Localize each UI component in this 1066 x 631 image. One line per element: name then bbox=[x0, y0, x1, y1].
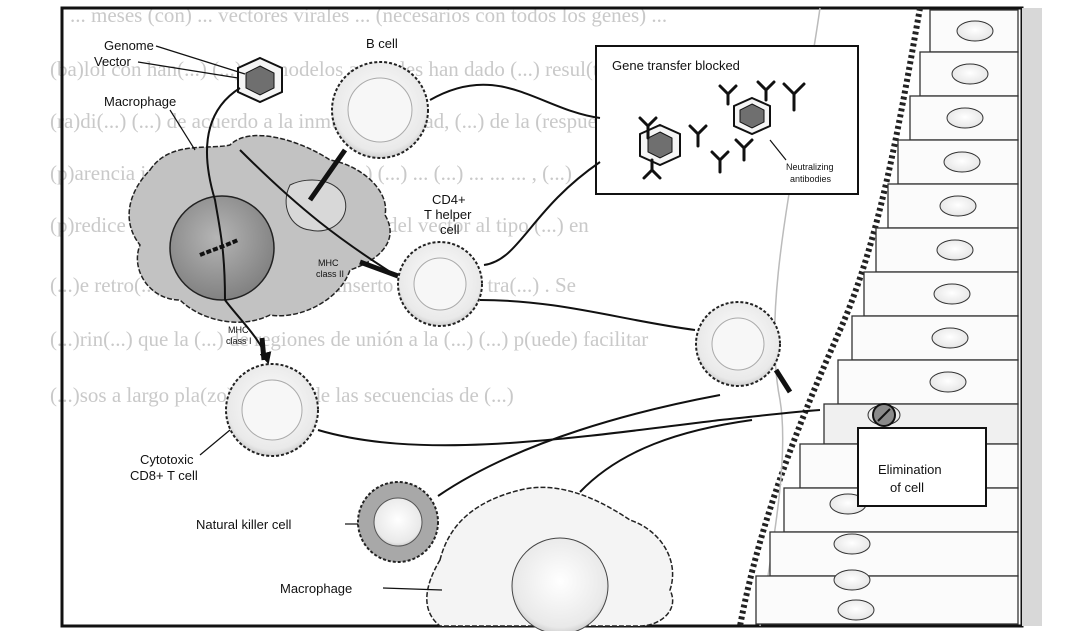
epithelial-nucleus bbox=[930, 372, 966, 392]
macrophage-bottom-nucleus bbox=[512, 538, 608, 631]
vector-particle bbox=[238, 58, 282, 102]
epithelial-nucleus bbox=[940, 196, 976, 216]
cd4-label-line2: T helper bbox=[424, 207, 472, 222]
epithelial-cell bbox=[838, 360, 1018, 404]
effector-cell-nucleus bbox=[712, 318, 764, 370]
gene-transfer-blocked-label: Gene transfer blocked bbox=[612, 58, 740, 73]
macrophage-top-label: Macrophage bbox=[104, 94, 176, 109]
nk-cell-nucleus bbox=[374, 498, 422, 546]
elimination-label-line2: of cell bbox=[890, 480, 924, 495]
vector-label: Vector bbox=[94, 54, 132, 69]
antibody-neutralized-vector-2 bbox=[734, 98, 770, 134]
macrophage-bottom-label: Macrophage bbox=[280, 581, 352, 596]
epithelial-nucleus bbox=[932, 328, 968, 348]
neutralizing-antibodies-label-2: antibodies bbox=[790, 174, 832, 184]
connector-mhc-i bbox=[262, 338, 264, 360]
epithelial-nucleus bbox=[957, 21, 993, 41]
antibody-neutralized-vector-1 bbox=[640, 125, 680, 165]
connector-cd8-to-elimination bbox=[318, 410, 820, 445]
mhc-class-i-label: MHC bbox=[228, 325, 249, 335]
natural-killer-cell bbox=[358, 482, 438, 562]
genome-label: Genome bbox=[104, 38, 154, 53]
epithelial-nucleus bbox=[834, 570, 870, 590]
connector-macrophage-bottom-to-tissue bbox=[580, 420, 752, 492]
epithelial-nucleus bbox=[838, 600, 874, 620]
cytotoxic-label-line2: CD8+ T cell bbox=[130, 468, 198, 483]
genome-core bbox=[648, 132, 672, 158]
cd4-t-helper-cell bbox=[398, 242, 482, 326]
mhc-class-ii-label-2: class II bbox=[316, 269, 344, 279]
b-cell-label: B cell bbox=[366, 36, 398, 51]
b-cell-nucleus bbox=[348, 78, 412, 142]
epithelial-nucleus bbox=[934, 284, 970, 304]
cytotoxic-cd8-t-cell bbox=[226, 364, 318, 456]
epithelial-nucleus bbox=[937, 240, 973, 260]
cd4-cell-nucleus bbox=[414, 258, 466, 310]
mhc-class-i-label-2: class I bbox=[226, 336, 252, 346]
neutralizing-antibodies-label: Neutralizing bbox=[786, 162, 834, 172]
figure-edge-shadow bbox=[1022, 8, 1042, 626]
epithelial-nucleus bbox=[952, 64, 988, 84]
background-text-line: (...)rin(...) que la (...) de regiones d… bbox=[50, 327, 648, 351]
cd4-label-line3: cell bbox=[440, 222, 460, 237]
natural-killer-label: Natural killer cell bbox=[196, 517, 291, 532]
cytotoxic-leader bbox=[200, 430, 230, 455]
connector-cd4-to-effector bbox=[480, 300, 695, 330]
mhc-class-ii-label: MHC bbox=[318, 258, 339, 268]
epithelial-nucleus bbox=[947, 108, 983, 128]
elimination-label-line1: Elimination bbox=[878, 462, 942, 477]
epithelial-cell bbox=[770, 532, 1018, 576]
cd8-cell-nucleus bbox=[242, 380, 302, 440]
epithelial-nucleus bbox=[834, 534, 870, 554]
effector-t-cell bbox=[696, 302, 780, 386]
genome-core bbox=[246, 66, 274, 95]
macrophage-bottom bbox=[427, 487, 673, 631]
cytotoxic-label-line1: Cytotoxic bbox=[140, 452, 194, 467]
epithelial-cell bbox=[756, 576, 1018, 624]
cd4-label-line1: CD4+ bbox=[432, 192, 466, 207]
epithelial-nucleus bbox=[944, 152, 980, 172]
b-cell bbox=[332, 62, 428, 158]
